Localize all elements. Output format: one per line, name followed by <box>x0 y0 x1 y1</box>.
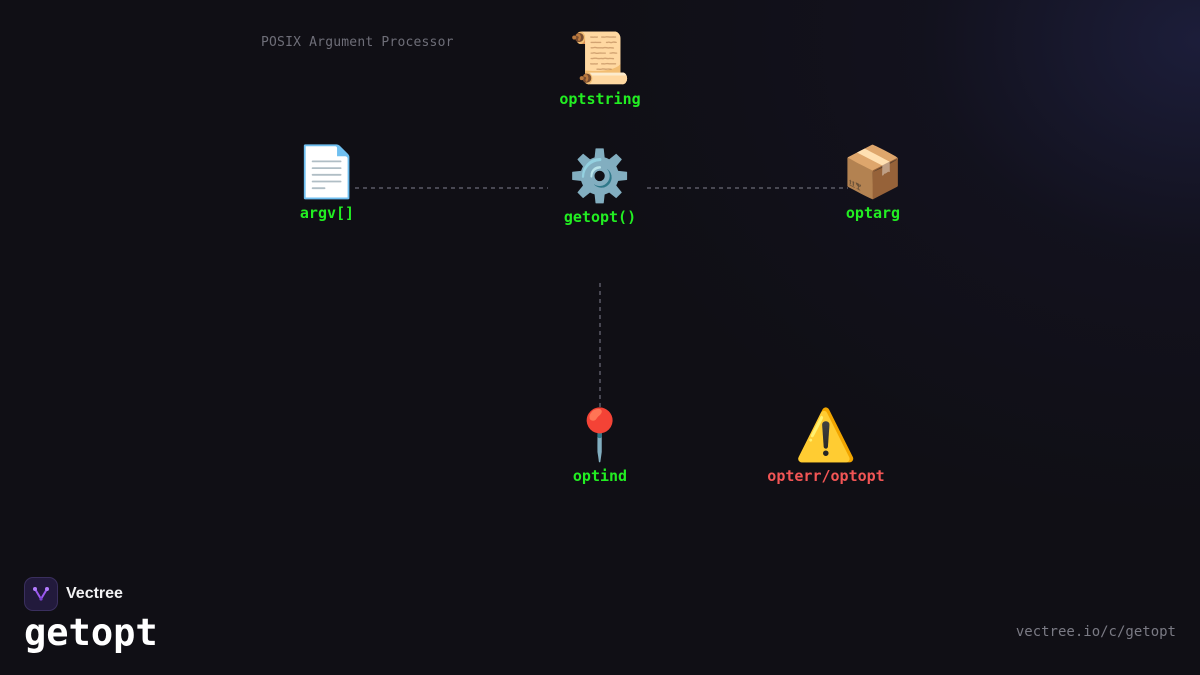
diagram-subtitle: POSIX Argument Processor <box>261 35 454 50</box>
brand: Vectree <box>24 577 123 611</box>
node-optind: 📍 optind <box>500 405 700 485</box>
footer-url: vectree.io/c/getopt <box>1015 624 1176 640</box>
node-optarg: 📦 optarg <box>773 142 973 222</box>
round-pushpin-icon: 📍 <box>568 406 632 464</box>
node-label-optstring: optstring <box>559 90 641 108</box>
node-label-getopt: getopt() <box>563 208 637 226</box>
node-label-optind: optind <box>572 467 628 485</box>
node-opterr: ⚠️ opterr/optopt <box>726 405 926 485</box>
node-getopt: ⚙️ getopt() <box>500 146 700 226</box>
node-label-optarg: optarg <box>845 204 901 222</box>
node-argv: 📄 argv[] <box>227 142 427 222</box>
package-box-icon: 📦 <box>841 143 905 201</box>
node-label-argv: argv[] <box>299 204 355 222</box>
node-label-opterr: opterr/optopt <box>767 467 885 485</box>
node-optstring: 📜 optstring <box>500 28 700 108</box>
vectree-logo-icon <box>24 577 58 611</box>
page-title: getopt <box>24 611 158 654</box>
gear-icon: ⚙️ <box>568 147 632 205</box>
page-facing-up-icon: 📄 <box>295 143 359 201</box>
brand-name: Vectree <box>66 585 123 602</box>
vectree-logo-mark <box>33 587 49 601</box>
warning-icon: ⚠️ <box>794 406 858 464</box>
scroll-icon: 📜 <box>568 29 632 87</box>
